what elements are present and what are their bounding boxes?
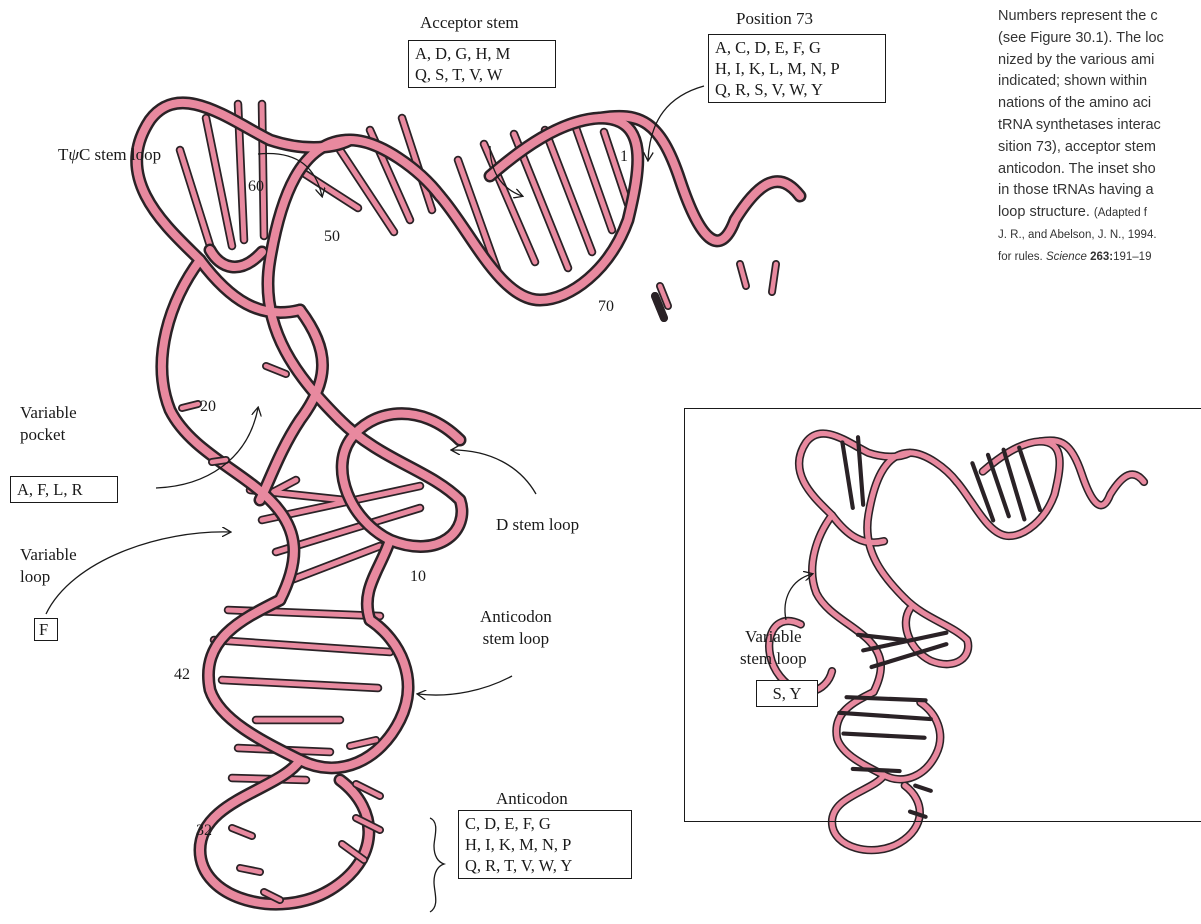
arrow-d-stem	[452, 450, 536, 494]
anticodon-brace	[430, 818, 444, 912]
anticodon-box: C, D, E, F, G H, I, K, M, N, P Q, R, T, …	[458, 810, 632, 879]
d-stem-loop-label: D stem loop	[496, 514, 579, 536]
position-1: 1	[620, 148, 628, 166]
acceptor-stem-label: Acceptor stem	[420, 12, 519, 34]
position-42: 42	[174, 666, 190, 684]
position-20: 20	[200, 398, 216, 416]
arrow-anticodon-stem	[418, 676, 512, 695]
figure-caption: Numbers represent the c (see Figure 30.1…	[998, 6, 1201, 269]
anticodon-label: Anticodon	[496, 788, 568, 810]
position-73-label: Position 73	[736, 8, 813, 30]
position-70: 70	[598, 298, 614, 316]
position-60: 60	[248, 178, 264, 196]
position-32: 32	[196, 822, 212, 840]
inset-frame	[684, 408, 1201, 822]
variable-loop-box: F	[34, 618, 58, 641]
tpsic-stem-loop-label: TψC stem loop	[58, 144, 161, 166]
acceptor-stem-box: A, D, G, H, M Q, S, T, V, W	[408, 40, 556, 88]
position-50: 50	[324, 228, 340, 246]
arrow-position73	[648, 86, 704, 160]
position-10: 10	[410, 568, 426, 586]
variable-pocket-box: A, F, L, R	[10, 476, 118, 503]
position-73-box: A, C, D, E, F, G H, I, K, L, M, N, P Q, …	[708, 34, 886, 103]
